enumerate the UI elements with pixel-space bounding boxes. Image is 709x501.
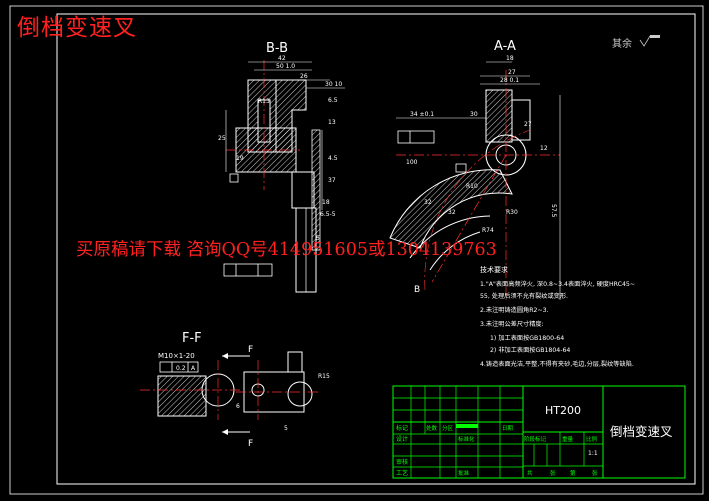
svg-text:R74: R74 [482,227,494,234]
svg-text:分区: 分区 [442,424,454,432]
svg-text:30: 30 [470,111,478,118]
svg-text:共: 共 [527,469,533,477]
tech-requirements: 技术要求 1."A"表面高频淬火, 深0.8~3.4表面淬火, 硬度HRC45~… [480,265,635,368]
svg-text:比例: 比例 [586,435,598,443]
svg-text:30 10: 30 10 [325,81,342,88]
view-bb-label: B-B [266,41,288,56]
part-name: 倒档变速叉 [610,424,673,439]
svg-text:26: 26 [300,73,308,80]
tech-heading: 技术要求 [480,265,508,274]
section-letter-b: B [414,285,420,295]
svg-text:1."A"表面高频淬火, 深0.8~3.4表面淬火, 硬度H: 1."A"表面高频淬火, 深0.8~3.4表面淬火, 硬度HRC45~ [480,280,635,288]
svg-text:5: 5 [316,235,320,242]
view-ff: F-F M10×1-20 0.2 A F F 6 5 R15 [140,331,330,449]
scale-value: 1:1 [588,450,598,457]
inner-frame [56,13,696,485]
svg-text:27: 27 [508,69,516,76]
svg-text:25: 25 [218,135,226,142]
svg-text:标记: 标记 [396,424,408,432]
svg-text:设计: 设计 [396,435,408,443]
svg-text:18: 18 [322,199,330,206]
svg-text:张: 张 [592,469,598,477]
svg-text:R10: R10 [466,183,478,190]
svg-text:张: 张 [550,469,556,477]
svg-text:28 0.1: 28 0.1 [500,77,519,84]
title-block: HT200 倒档变速叉 1:1 标记 设计 审核 工艺 处数 分区 标准化 批准… [392,385,686,479]
svg-text:6.5: 6.5 [328,97,338,104]
svg-text:32: 32 [424,199,432,206]
section-letter-f-bottom: F [248,439,253,449]
svg-text:18: 18 [506,55,514,62]
material-label: HT200 [545,404,581,417]
svg-text:3.未注明公差尺寸精度:: 3.未注明公差尺寸精度: [480,320,544,328]
svg-text:6.5-5: 6.5-5 [320,211,336,218]
svg-text:审核: 审核 [396,458,408,466]
svg-text:日期: 日期 [502,425,514,432]
svg-text:100: 100 [406,159,418,166]
watermark-text: 买原稿请下载 咨询QQ号414951605或1304139763 [76,240,497,260]
thread-label: M10×1-20 [158,352,195,360]
svg-text:第: 第 [570,469,576,477]
outer-frame [9,5,704,495]
svg-text:处数: 处数 [426,424,438,432]
svg-text:42: 42 [278,55,286,62]
svg-text:标准化: 标准化 [458,435,475,443]
view-ff-label: F-F [182,331,202,346]
svg-text:其余: 其余 [612,37,632,50]
svg-text:2) 非加工表面按GB1804-64: 2) 非加工表面按GB1804-64 [490,346,570,354]
svg-text:4.铸造表面光洁,平整,不得有夹砂,毛边,分层,裂纹等缺陷.: 4.铸造表面光洁,平整,不得有夹砂,毛边,分层,裂纹等缺陷. [480,360,634,368]
drawing-title: 倒档变速叉 [17,15,137,41]
svg-text:57.5: 57.5 [550,204,557,218]
view-bb: B-B 42 50 1.0 26 30 10 R13 6.5 13 25 19 … [218,41,345,293]
svg-text:重量: 重量 [562,435,574,443]
svg-text:5: 5 [284,425,288,432]
svg-text:R30: R30 [506,209,518,216]
svg-text:12: 12 [540,145,548,152]
svg-text:27: 27 [524,121,532,128]
section-letter-f-top: F [248,345,253,355]
svg-text:37: 37 [328,177,336,184]
svg-text:1) 加工表面按GB1800-64: 1) 加工表面按GB1800-64 [490,334,564,342]
svg-text:R13: R13 [258,98,270,105]
svg-text:13: 13 [328,119,336,126]
view-aa-label: A-A [494,39,516,54]
svg-text:0.2: 0.2 [176,365,186,372]
svg-text:55, 处理后须不允有裂纹或变形.: 55, 处理后须不允有裂纹或变形. [480,292,568,300]
svg-text:19: 19 [236,155,244,162]
svg-text:6: 6 [236,403,240,410]
roughness-note: 其余 [612,35,660,50]
svg-text:34 ±0.1: 34 ±0.1 [410,111,434,118]
view-aa: A-A 18 27 28 0.1 34 ±0.1 30 27 12 100 R1… [389,39,561,300]
svg-text:批准: 批准 [458,469,470,477]
svg-text:R15: R15 [318,373,330,380]
svg-text:2.未注明铸造圆角R2~3.: 2.未注明铸造圆角R2~3. [480,306,549,314]
svg-text:4.5: 4.5 [328,155,338,162]
svg-text:A: A [191,365,196,372]
svg-text:50 1.0: 50 1.0 [276,63,295,70]
svg-text:工艺: 工艺 [396,469,408,477]
svg-text:阶段标记: 阶段标记 [524,435,547,443]
svg-text:32: 32 [448,209,456,216]
